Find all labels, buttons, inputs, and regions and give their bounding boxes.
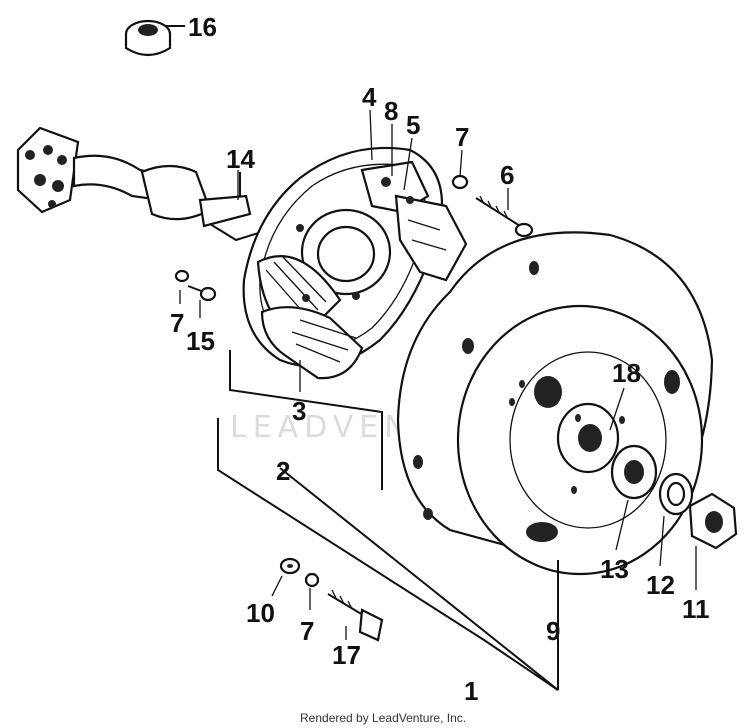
callout-12: 12 — [646, 570, 675, 600]
part-12-lock-washer — [658, 472, 694, 516]
part-17-screw — [327, 589, 384, 642]
callout-7-top: 7 — [455, 122, 469, 152]
callout-7-bottom: 7 — [300, 616, 314, 646]
callout-labels: 16 4 8 5 7 6 14 7 15 3 2 18 13 12 11 9 1… — [170, 12, 710, 706]
part-13-washer — [610, 444, 658, 500]
footer-credit: Rendered by LeadVenture, Inc. — [300, 711, 466, 725]
callout-9: 9 — [546, 616, 560, 646]
part-4-5-8-points-block — [360, 160, 468, 282]
callout-11: 11 — [682, 594, 710, 624]
part-7-washer-bottom — [304, 572, 320, 588]
callout-16: 16 — [188, 12, 217, 42]
part-3-pulser-coil — [260, 306, 364, 380]
callout-4: 4 — [362, 82, 377, 112]
part-10-washer — [279, 557, 301, 575]
callout-6: 6 — [500, 160, 514, 190]
part-14-wire-harness — [16, 126, 269, 242]
part-9-flywheel — [396, 231, 714, 576]
callout-17: 17 — [332, 640, 361, 670]
part-7-washer-top — [451, 174, 469, 190]
part-11-nut — [688, 492, 738, 550]
callout-18: 18 — [612, 358, 641, 388]
callout-10: 10 — [246, 598, 275, 628]
callout-13: 13 — [600, 554, 629, 584]
callout-8: 8 — [384, 96, 398, 126]
callout-2: 2 — [276, 456, 290, 486]
callout-14: 14 — [226, 144, 255, 174]
callout-5: 5 — [406, 110, 420, 140]
group-bracket-lines — [217, 350, 559, 691]
part-6-screw — [475, 195, 534, 238]
leader-lines — [179, 109, 697, 640]
part-7-washer-left — [174, 269, 190, 283]
callout-7-left: 7 — [170, 308, 184, 338]
part-15-screw — [187, 285, 217, 302]
part-16-plug-cap — [124, 19, 185, 57]
callout-1: 1 — [464, 676, 478, 706]
callout-3: 3 — [292, 396, 306, 426]
callout-15: 15 — [186, 326, 215, 356]
